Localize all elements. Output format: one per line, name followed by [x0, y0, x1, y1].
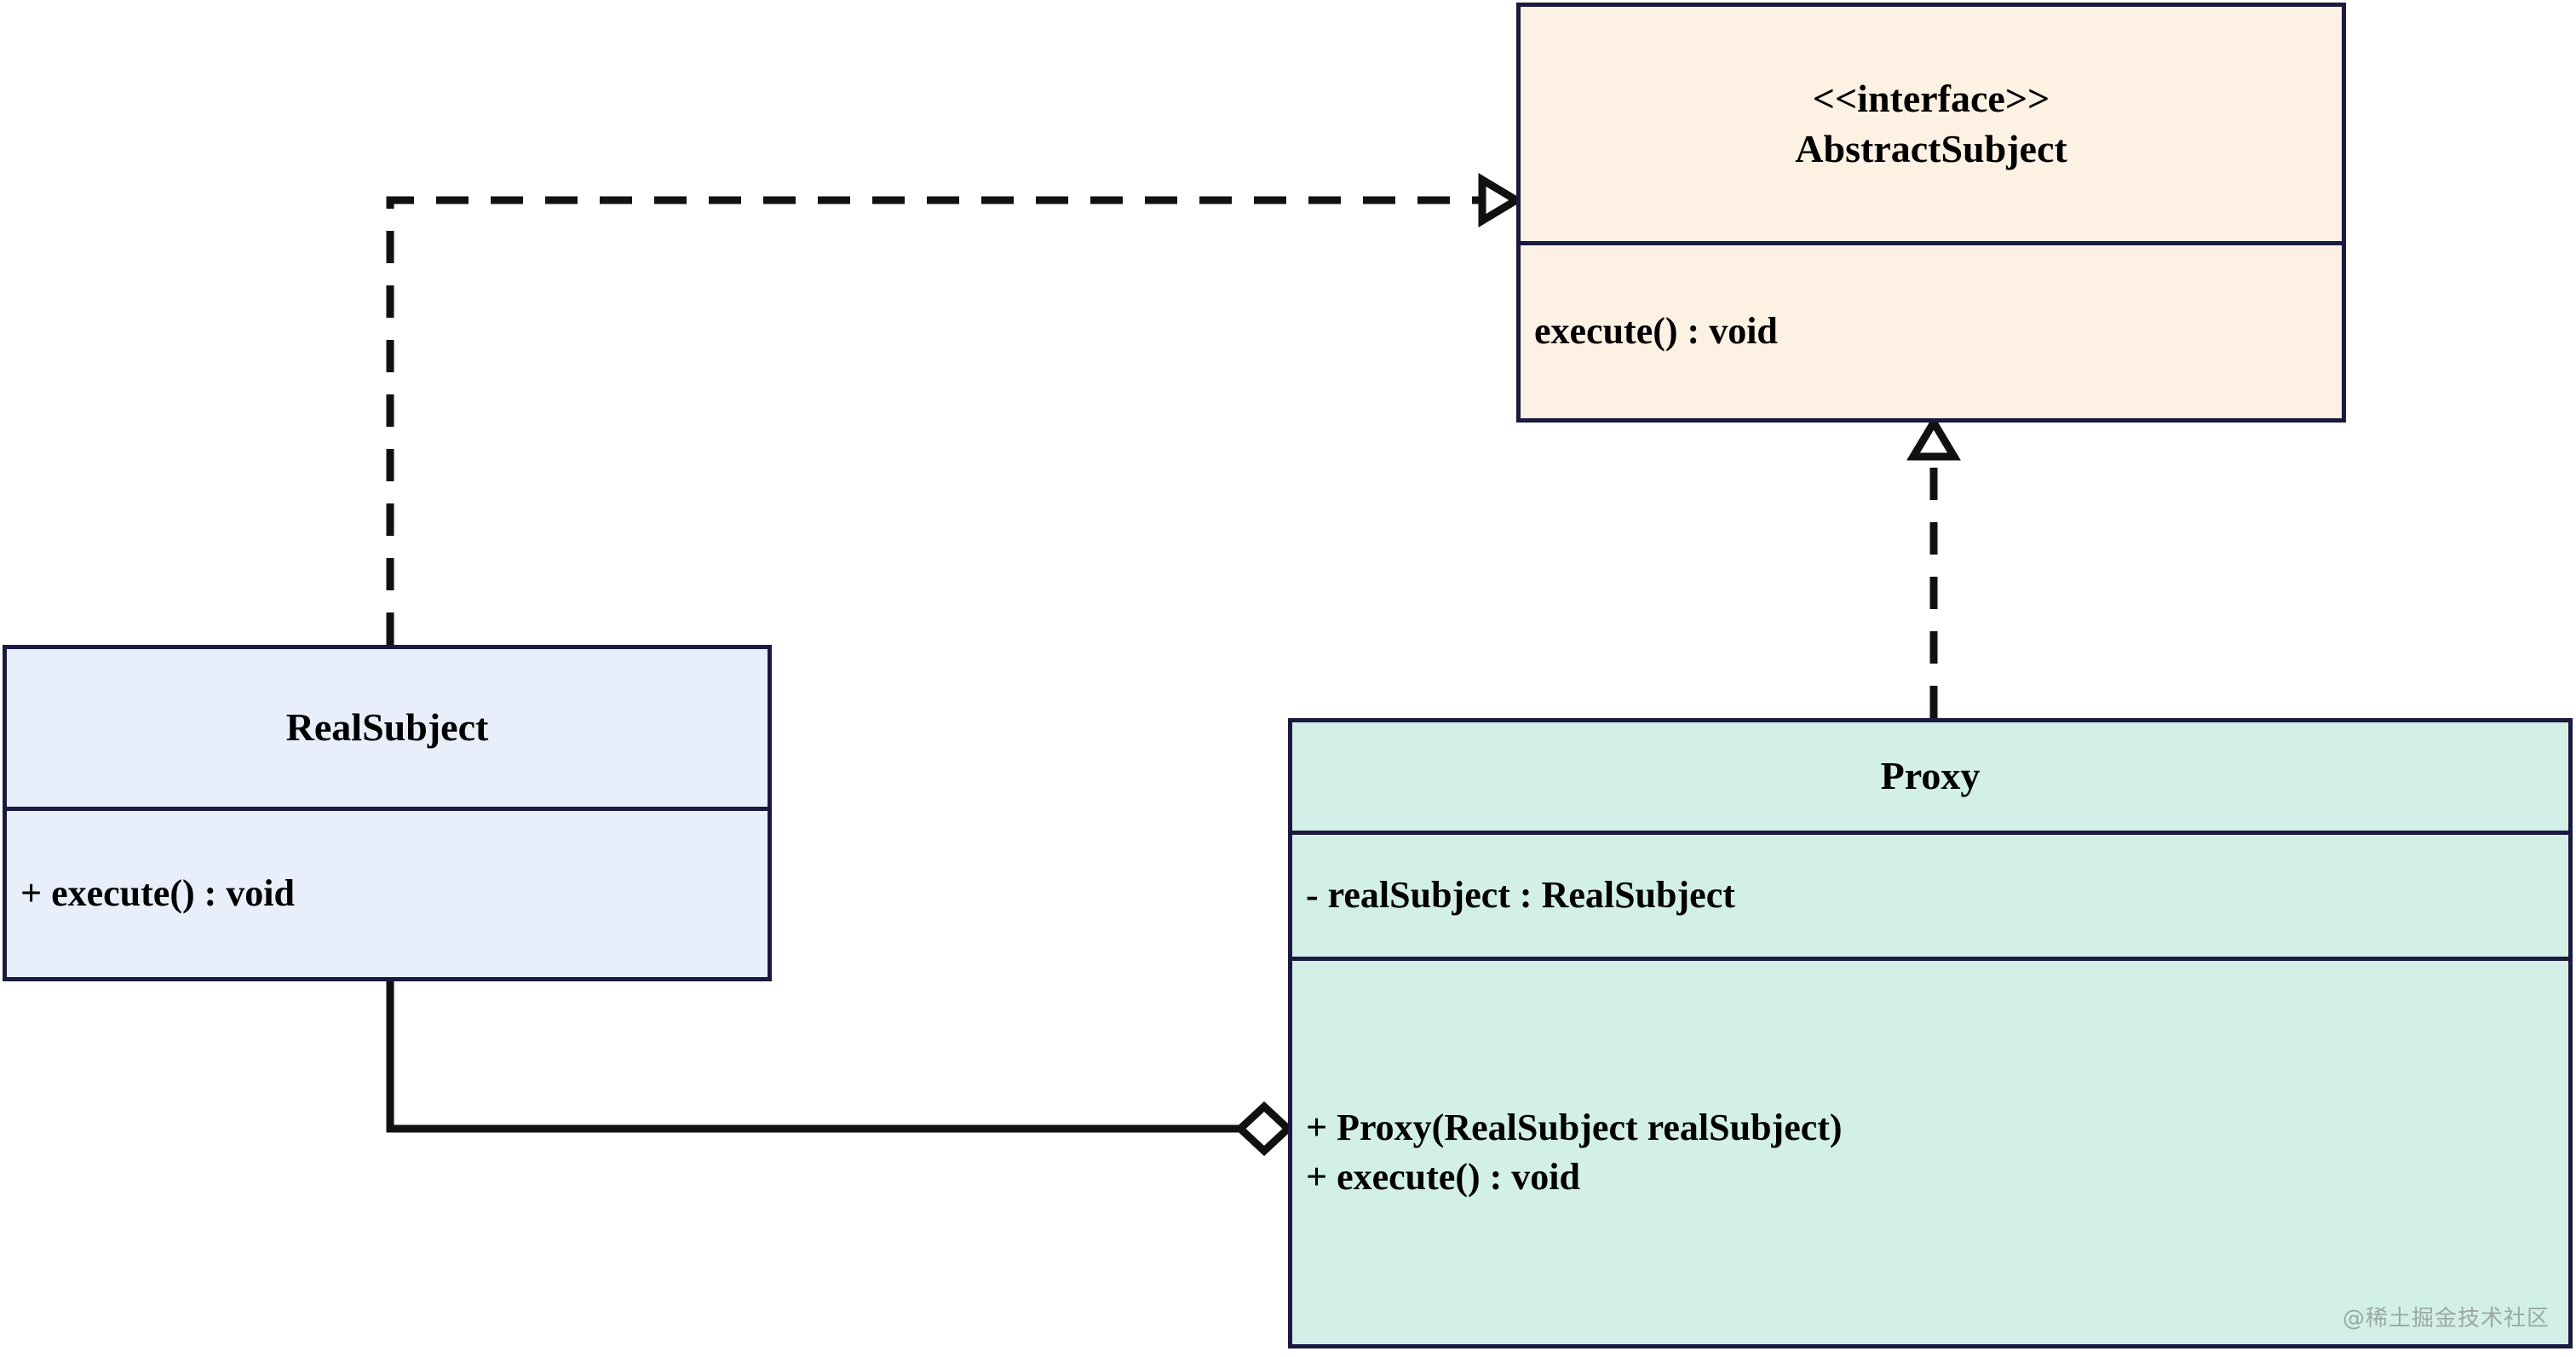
abstractsubject-stereotype: <<interface>>: [1812, 76, 2050, 120]
realsubject-member-0: + execute() : void: [20, 872, 295, 915]
realsubject-title-compartment: RealSubject: [7, 649, 768, 807]
proxy-class-name: Proxy: [1880, 754, 1981, 798]
hollow-triangle-arrowhead-realsubject: [1478, 173, 1524, 227]
hollow-triangle-arrowhead-proxy: [1906, 415, 1961, 461]
realization-line-realsubject: [386, 196, 1486, 645]
realization-realsubject-abstractsubject: [386, 173, 1524, 645]
proxy-methods-compartment: + Proxy(RealSubject realSubject) + execu…: [1292, 957, 2568, 1344]
proxy-title-compartment: Proxy: [1292, 722, 2568, 831]
abstractsubject-member-0: execute() : void: [1534, 310, 1778, 353]
class-box-realsubject[interactable]: RealSubject + execute() : void: [3, 645, 772, 981]
hollow-diamond-arrowhead: [1234, 1101, 1294, 1157]
aggregation-proxy-realsubject: [386, 981, 1294, 1157]
class-box-proxy[interactable]: Proxy - realSubject : RealSubject + Prox…: [1288, 718, 2573, 1348]
realization-proxy-abstractsubject: [1906, 415, 1961, 718]
realsubject-members-compartment: + execute() : void: [7, 807, 768, 977]
realsubject-class-name: RealSubject: [285, 705, 489, 750]
class-box-abstractsubject[interactable]: <<interface>> AbstractSubject execute() …: [1516, 3, 2346, 423]
proxy-field-0: - realSubject : RealSubject: [1306, 874, 1735, 917]
abstractsubject-members-compartment: execute() : void: [1521, 241, 2342, 418]
abstractsubject-class-name: AbstractSubject: [1795, 126, 2067, 170]
proxy-fields-compartment: - realSubject : RealSubject: [1292, 831, 2568, 957]
aggregation-line: [386, 981, 1244, 1133]
abstractsubject-title-compartment: <<interface>> AbstractSubject: [1521, 7, 2342, 241]
proxy-method-0: + Proxy(RealSubject realSubject): [1306, 1106, 1843, 1148]
proxy-method-1: + execute() : void: [1306, 1156, 1580, 1198]
watermark-text: @稀土掘金技术社区: [2342, 1306, 2550, 1331]
